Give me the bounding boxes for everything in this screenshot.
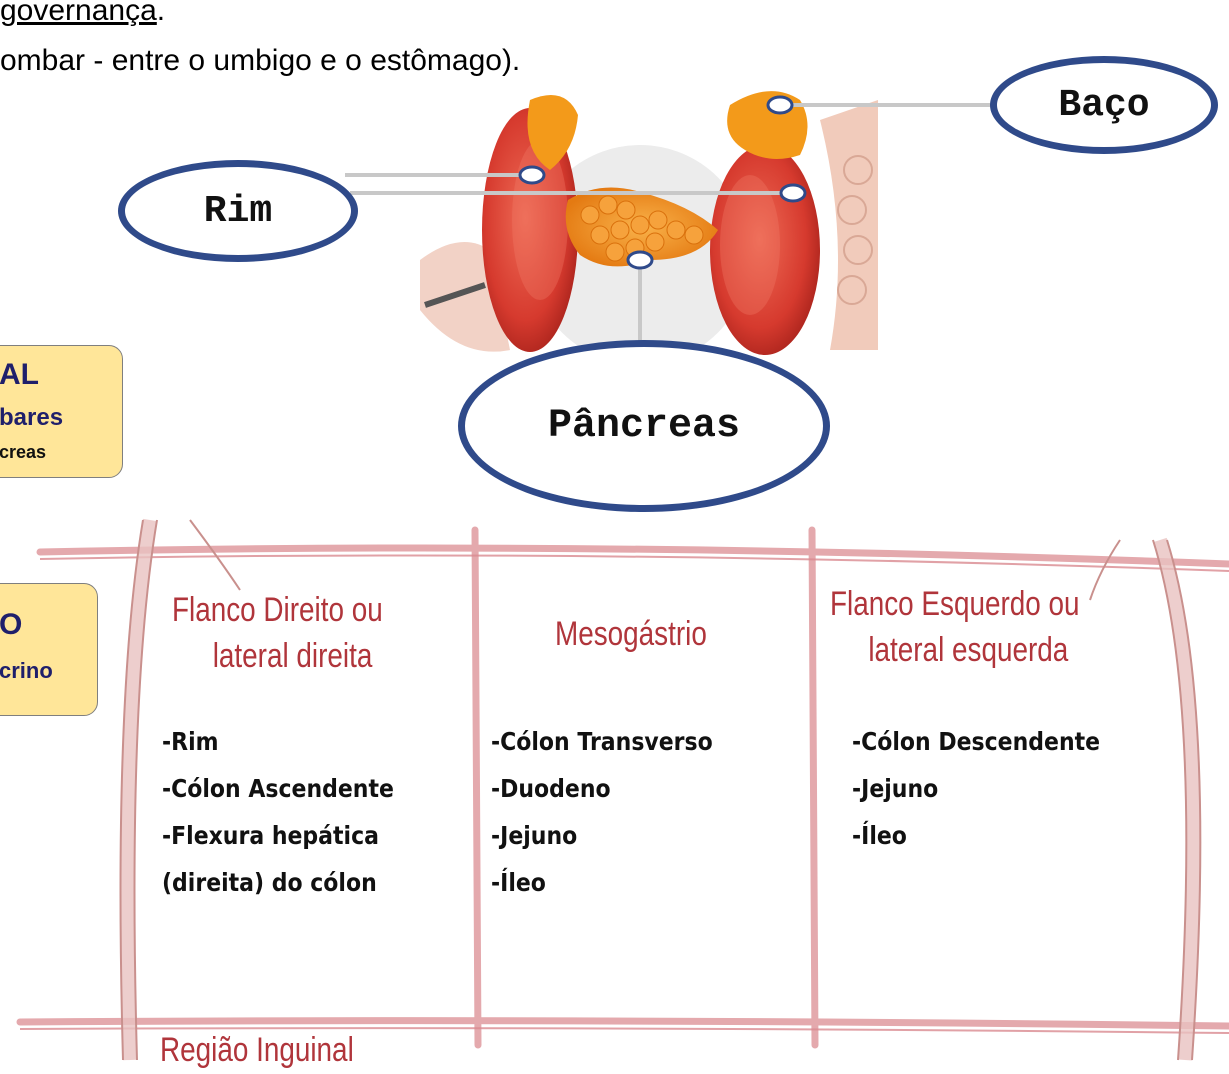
- rim-pointer-dot-1: [518, 165, 546, 185]
- right-tissue-shape: [820, 100, 878, 350]
- list-item: -Rim: [162, 727, 219, 756]
- right-adrenal-shape: [527, 95, 578, 170]
- right-kidney-shape: [482, 108, 578, 352]
- side-box-bottom-line-1: O: [0, 608, 23, 641]
- header-line-2: ombar - entre o umbigo e o estômago).: [0, 44, 521, 77]
- header-line-1-text: governança: [0, 0, 157, 27]
- baco-label: Baço: [990, 56, 1218, 154]
- pancreas-label-text: Pâncreas: [547, 403, 741, 449]
- region-1-title-line-1: Flanco Direito ou: [172, 591, 383, 629]
- region-1-list: -Rim -Cólon Ascendente -Flexura hepática…: [162, 718, 394, 906]
- bottom-region-title: Região Inguinal: [160, 1031, 354, 1069]
- connector-lines: [345, 95, 995, 345]
- region-1-title: Flanco Direito ou lateral direita: [172, 588, 383, 680]
- list-item: -Jejuno: [852, 774, 939, 803]
- region-2-list: -Cólon Transverso -Duodeno -Jejuno -Íleo: [491, 718, 713, 906]
- pancreas-pointer-dot: [626, 250, 654, 270]
- region-2-title: Mesogástrio: [555, 612, 707, 658]
- list-item: -Íleo: [491, 868, 546, 897]
- side-box-bottom-line-2: crino: [0, 658, 53, 683]
- header-line-1: governança.: [0, 0, 165, 28]
- list-item: -Cólon Descendente: [852, 727, 1101, 756]
- region-3-title: Flanco Esquerdo ou lateral esquerda: [830, 582, 1080, 674]
- side-box-top-line-1: AL: [0, 358, 39, 391]
- list-item: -Flexura hepática: [162, 821, 379, 850]
- region-3-title-line-1: Flanco Esquerdo ou: [830, 585, 1080, 623]
- region-1-title-line-2: lateral direita: [212, 636, 373, 675]
- side-box-top-line-3: creas: [0, 442, 47, 462]
- region-2-title-line-1: Mesogástrio: [555, 615, 707, 653]
- rim-label: Rim: [118, 160, 358, 262]
- list-item: -Duodeno: [491, 774, 611, 803]
- side-box-top-line-2: bares: [0, 404, 64, 431]
- list-item: (direita) do cólon: [162, 868, 377, 897]
- pancreas-label: Pâncreas: [458, 340, 830, 512]
- region-3-list: -Cólon Descendente -Jejuno -Íleo: [852, 718, 1100, 859]
- side-box-top: AL bares creas: [0, 345, 123, 478]
- list-item: -Íleo: [852, 821, 907, 850]
- rim-label-text: Rim: [203, 189, 273, 233]
- abdominal-region-grid: [16, 518, 1229, 1061]
- list-item: -Cólon Transverso: [491, 727, 713, 756]
- baco-pointer-dot: [766, 95, 794, 115]
- region-3-title-line-2: lateral esquerda: [868, 630, 1069, 669]
- header-line-1-suffix: .: [156, 0, 166, 27]
- list-item: -Jejuno: [491, 821, 578, 850]
- side-box-bottom: O crino: [0, 583, 98, 716]
- rim-pointer-dot-2: [779, 183, 807, 203]
- baco-label-text: Baço: [1058, 83, 1150, 127]
- list-item: -Cólon Ascendente: [162, 774, 394, 803]
